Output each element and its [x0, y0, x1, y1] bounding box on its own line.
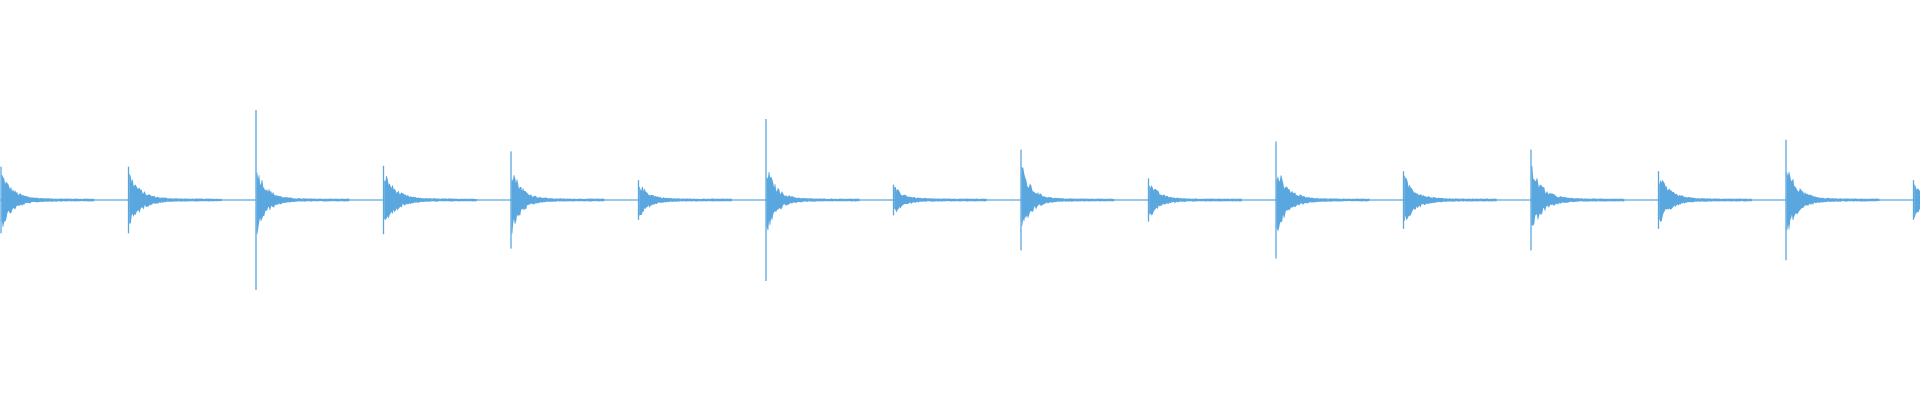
transient-hit: [1402, 171, 1497, 229]
transient-hit: [765, 119, 860, 281]
transient-hit: [637, 180, 732, 220]
transient-decay: [1, 174, 95, 228]
transient-decay: [1021, 167, 1115, 226]
transient-decay: [1914, 184, 1920, 218]
transient-hit: [510, 151, 605, 249]
transient-hit: [1020, 149, 1115, 251]
transient-decay: [511, 175, 605, 234]
transient-decay: [1531, 165, 1625, 226]
transient-hit: [1912, 180, 1920, 220]
transient-decay: [1276, 175, 1370, 232]
transient-hit: [1530, 149, 1625, 251]
transient-decay: [129, 173, 222, 224]
transient-decay: [1149, 185, 1242, 216]
transient-decay: [256, 172, 350, 235]
transient-hit: [382, 165, 477, 235]
transient-hit: [1275, 141, 1370, 259]
transient-hit: [127, 166, 222, 234]
transient-decay: [1786, 171, 1880, 231]
transient-hit: [1785, 139, 1880, 261]
transient-decay: [1659, 179, 1752, 222]
transient-hit: [255, 110, 350, 290]
transient-decay: [1404, 175, 1497, 221]
transient-decay: [894, 186, 987, 213]
transient-hit: [1147, 178, 1242, 222]
transient-decay: [766, 171, 860, 231]
transient-hit: [1657, 171, 1752, 229]
transient-decay: [639, 186, 732, 216]
transient-hit: [892, 184, 987, 216]
transient-decay: [384, 175, 477, 221]
waveform-transients: [0, 110, 1920, 290]
transient-hit: [0, 166, 95, 234]
